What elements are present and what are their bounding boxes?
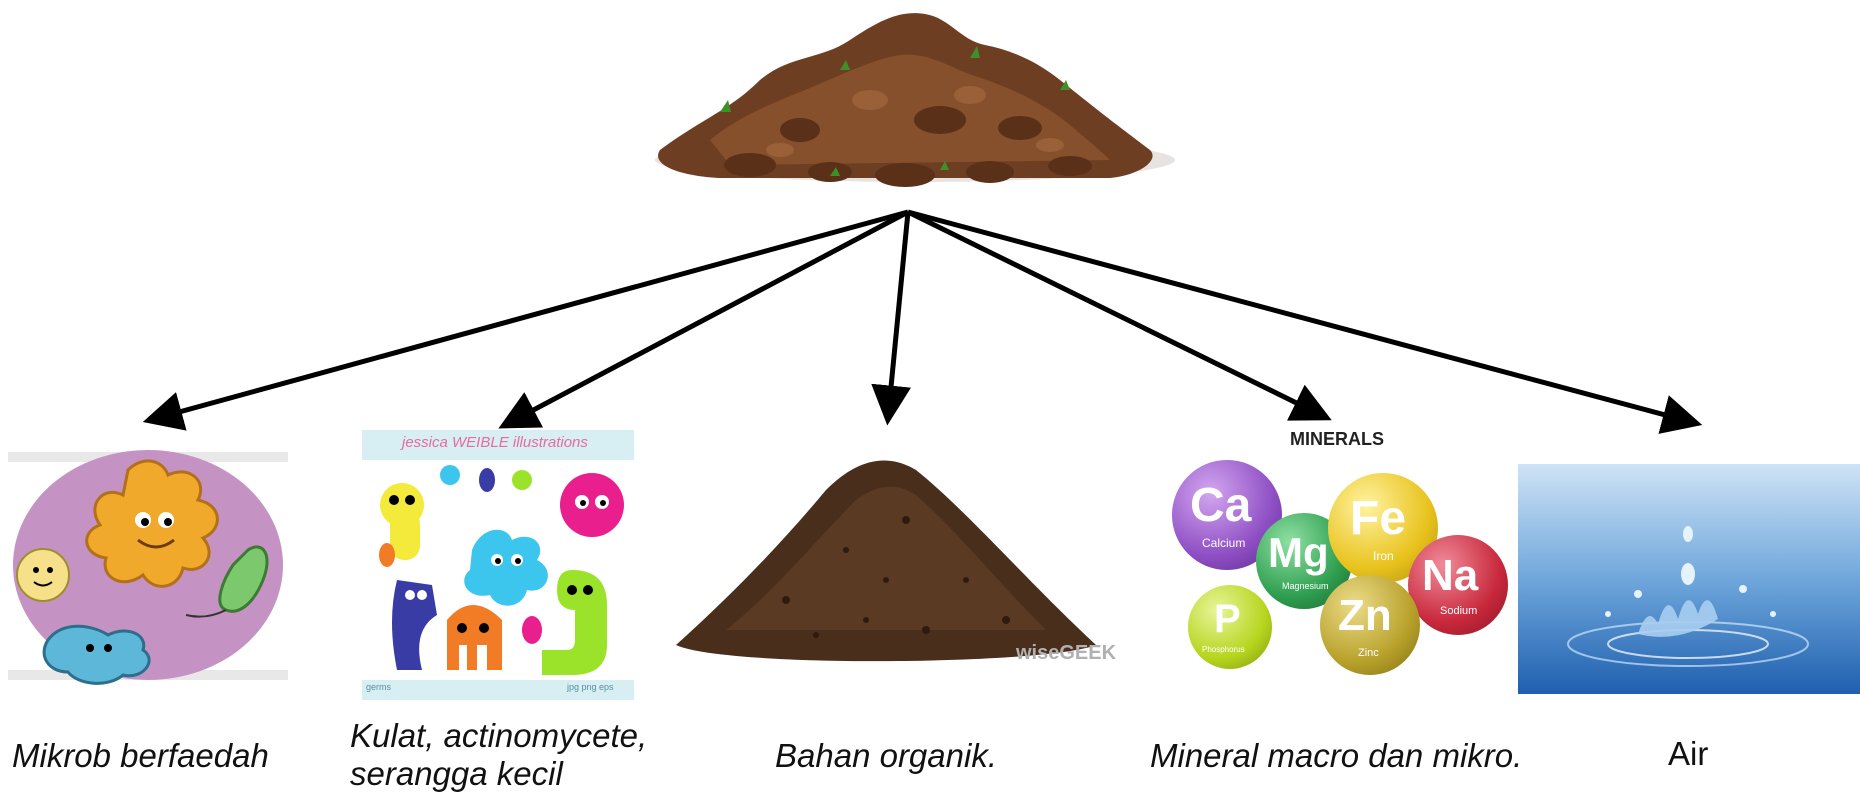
caption-mikrob: Mikrob berfaedah — [12, 738, 269, 774]
arrow-to-bahan — [888, 212, 908, 418]
microbes-image — [8, 440, 288, 690]
arrow-to-kulat — [505, 212, 908, 425]
mineral-ca-name: Calcium — [1202, 536, 1245, 550]
water-splash-image — [1518, 464, 1860, 694]
wisegeek-watermark: wiseGEEK — [1016, 642, 1116, 665]
mineral-ca-symbol: Ca — [1190, 478, 1251, 533]
mineral-p-name: Phosphorus — [1202, 645, 1245, 654]
arrow-to-mineral — [908, 212, 1325, 417]
mineral-na-ball: Na Sodium — [1408, 535, 1508, 635]
caption-kulat-line2: serangga kecil — [350, 756, 563, 792]
mineral-na-name: Sodium — [1440, 605, 1477, 617]
mineral-p-symbol: P — [1214, 597, 1241, 642]
caption-mineral: Mineral macro dan mikro. — [1150, 738, 1522, 774]
organic-matter-image: wiseGEEK — [666, 430, 1106, 680]
mineral-mg-symbol: Mg — [1268, 529, 1329, 577]
arrow-to-air — [908, 212, 1695, 423]
minerals-image: MINERALS Ca Calcium Mg Magnesium Fe Iron… — [1160, 425, 1515, 690]
caption-bahan-organik: Bahan organik. — [775, 738, 997, 774]
arrow-to-mikrob — [150, 212, 908, 420]
mineral-p-ball: P Phosphorus — [1188, 585, 1272, 669]
illustrator-banner: jessica WEIBLE illustrations — [402, 434, 588, 451]
mineral-zn-name: Zinc — [1358, 647, 1379, 659]
mineral-fe-symbol: Fe — [1350, 491, 1406, 546]
illustration-tag-right: jpg png eps — [567, 682, 614, 692]
mineral-mg-name: Magnesium — [1282, 581, 1329, 591]
minerals-title: MINERALS — [1290, 429, 1384, 450]
mineral-zn-symbol: Zn — [1338, 591, 1392, 641]
soil-mound-image — [640, 0, 1200, 215]
mineral-fe-name: Iron — [1373, 549, 1394, 563]
mineral-na-symbol: Na — [1422, 551, 1478, 601]
illustration-tag-left: germs — [366, 682, 391, 692]
caption-kulat-line1: Kulat, actinomycete, — [350, 718, 647, 754]
fungi-insects-image: jessica WEIBLE illustrations germs jpg p… — [362, 430, 634, 700]
caption-air: Air — [1668, 736, 1708, 772]
mineral-zn-ball: Zn Zinc — [1320, 575, 1420, 675]
